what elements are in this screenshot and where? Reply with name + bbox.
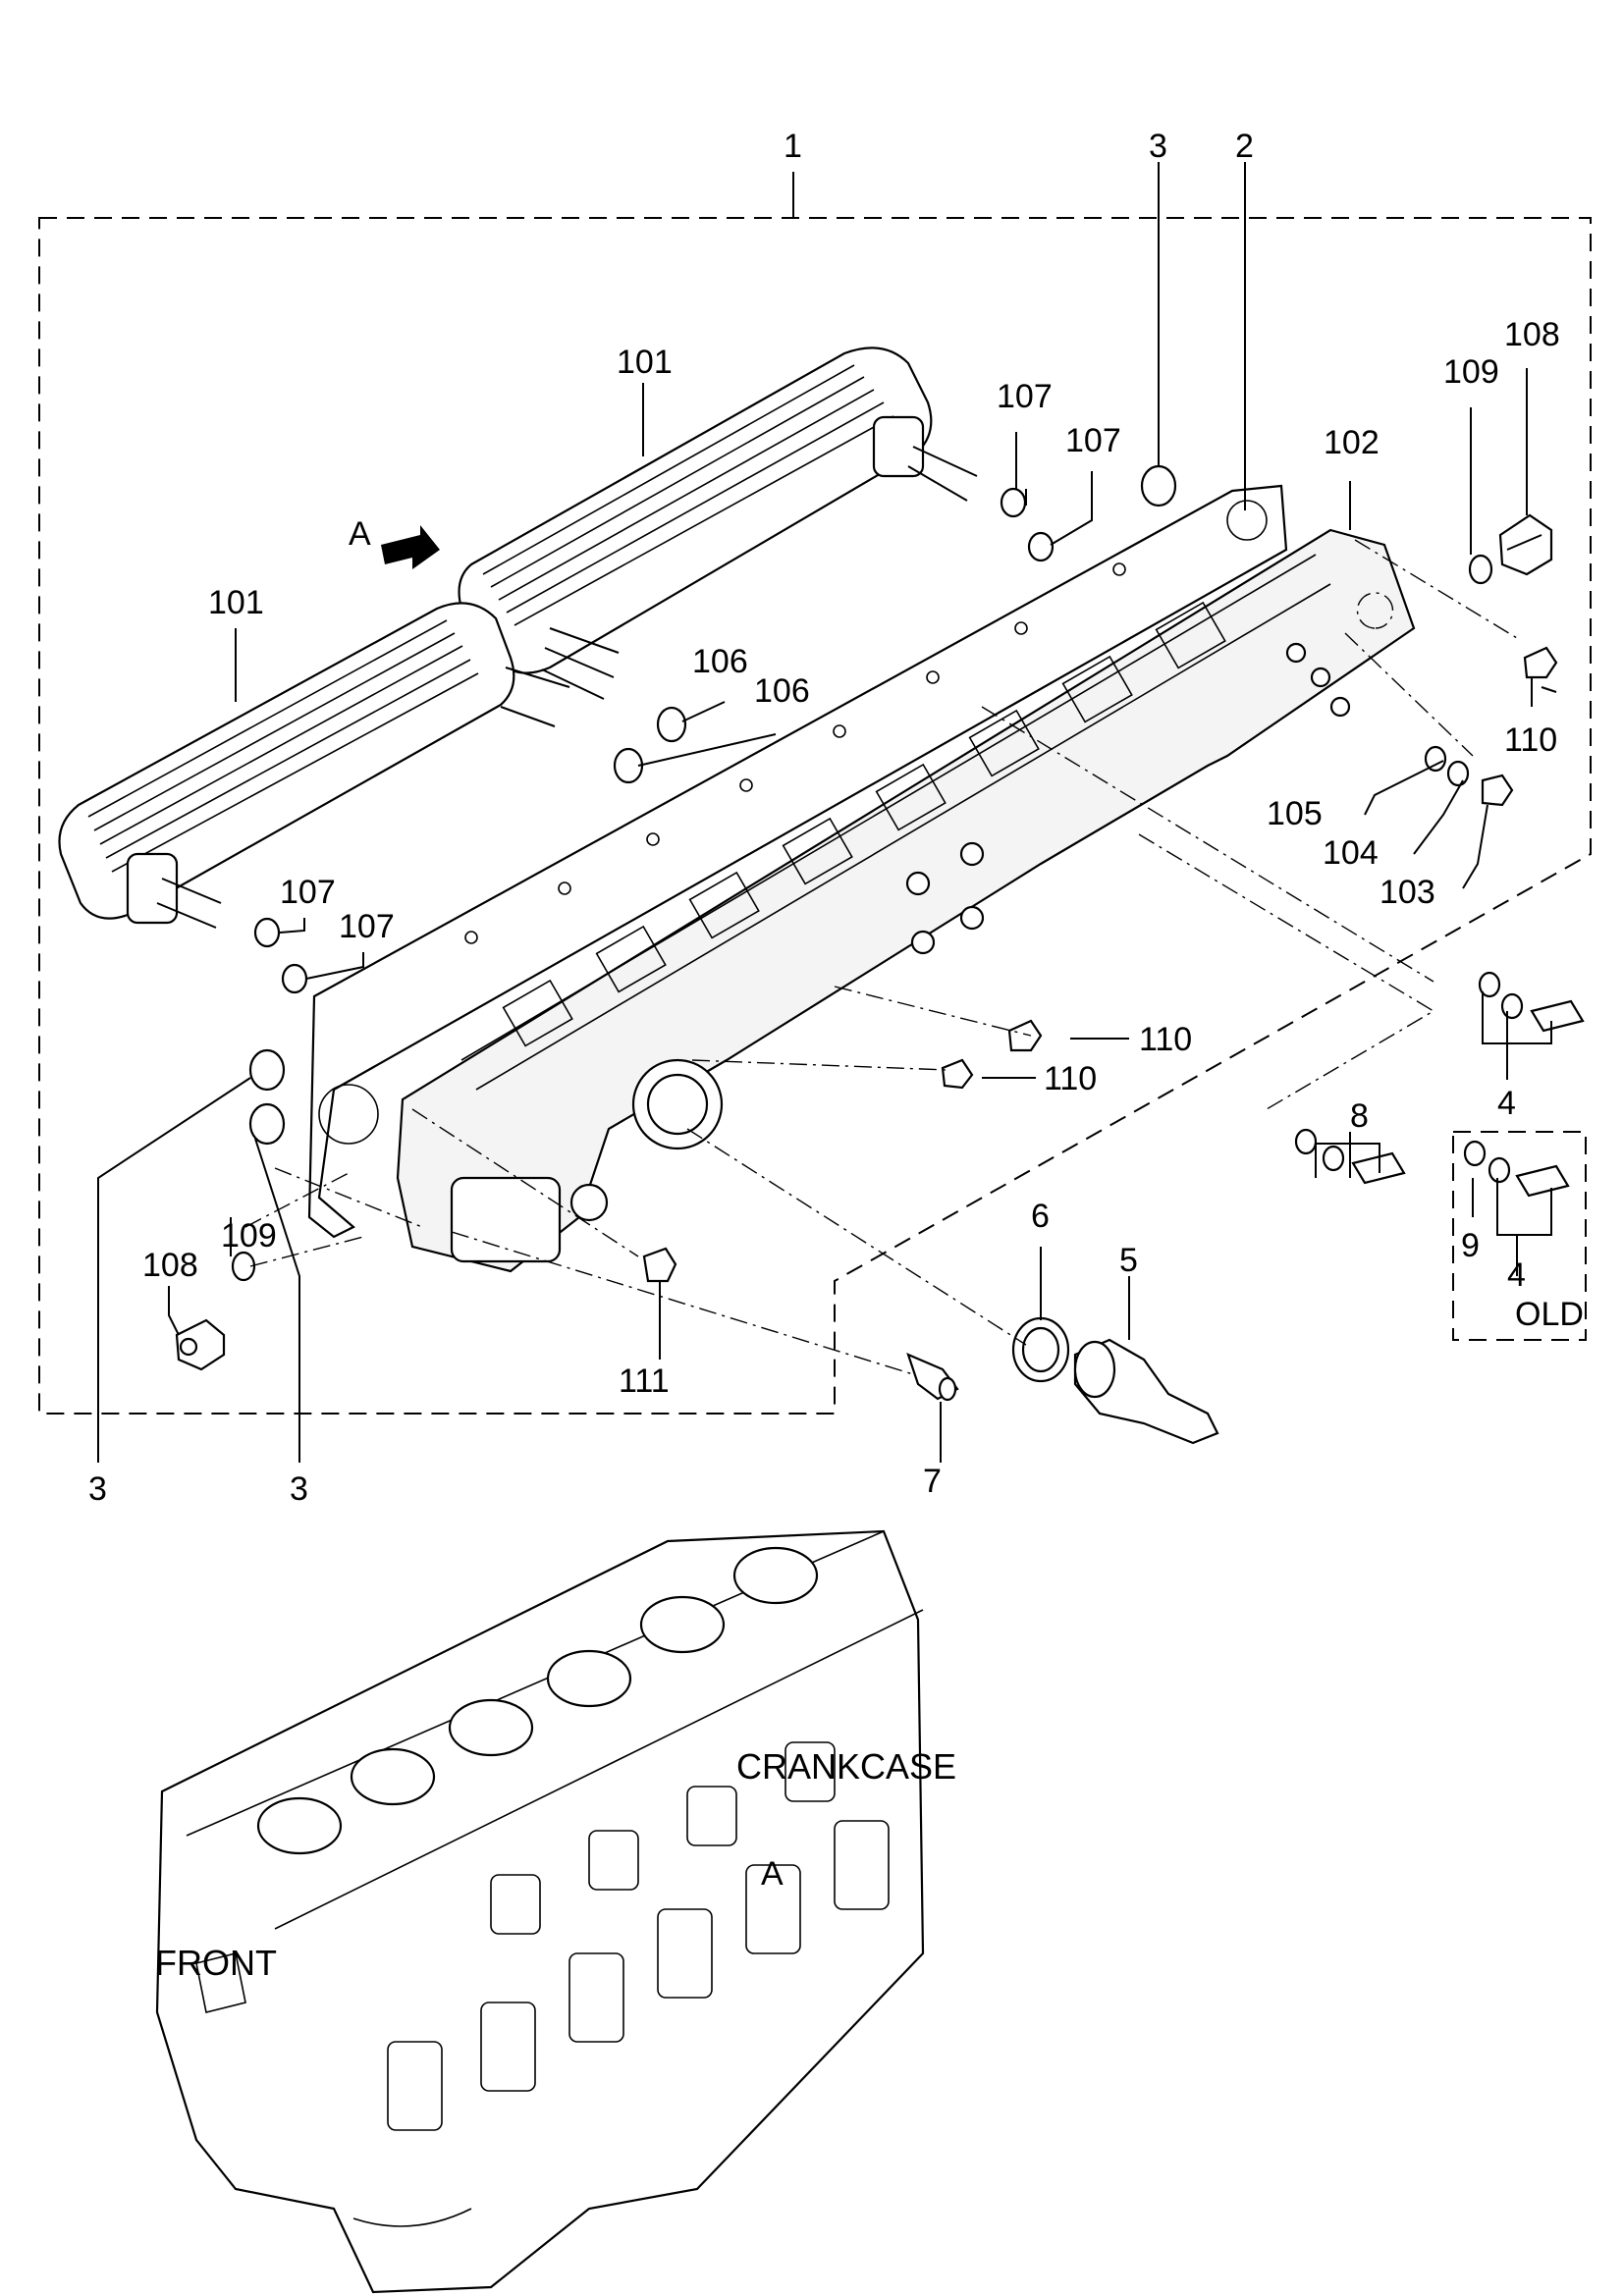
o-ring-107-a: [1000, 487, 1027, 518]
callout-108-top: 108: [1504, 316, 1560, 353]
view-arrow-top: [381, 525, 440, 569]
callout-numbers: 1 3 2 101 107 107 102 109 108 A 101 106 …: [88, 128, 1584, 1983]
plug-108-top: [1498, 513, 1553, 576]
o-ring-107-d: [281, 963, 308, 994]
crankcase-label: CRANKCASE: [736, 1746, 956, 1787]
plug-111: [642, 1247, 677, 1283]
callout-104: 104: [1323, 834, 1379, 872]
callout-4-old: 4: [1507, 1256, 1526, 1294]
leader-lines: [97, 162, 1557, 1463]
callout-107-c: 107: [280, 874, 336, 911]
callout-101-left: 101: [208, 584, 264, 621]
callout-8: 8: [1350, 1097, 1369, 1135]
callout-110-mid: 110: [1139, 1021, 1192, 1058]
old-label: OLD: [1515, 1296, 1584, 1333]
plugs-110: [941, 646, 1558, 1090]
callout-2: 2: [1235, 128, 1254, 165]
callout-110-low: 110: [1044, 1060, 1097, 1097]
callout-106-b: 106: [754, 672, 810, 710]
stud-hardware: [1424, 745, 1514, 807]
o-ring-106-b: [613, 747, 644, 784]
callout-109-left: 109: [221, 1217, 277, 1255]
callout-6: 6: [1031, 1198, 1050, 1235]
crankcase-drawing: [155, 1529, 925, 2294]
o-ring-3-left: [248, 1048, 286, 1092]
callout-1: 1: [784, 128, 802, 165]
callout-3-left: 3: [88, 1470, 107, 1508]
oil-cooler-element-lower: [58, 602, 570, 929]
callout-110-top: 110: [1504, 721, 1557, 759]
callout-103: 103: [1380, 874, 1435, 911]
callout-107-b: 107: [1065, 422, 1121, 459]
center-lines: [244, 539, 1518, 1375]
callout-106-a: 106: [692, 643, 748, 680]
o-ring-106-a: [656, 706, 687, 743]
bolt-set-old: [1463, 1140, 1570, 1198]
callout-7: 7: [923, 1463, 942, 1500]
callout-102: 102: [1324, 424, 1380, 461]
callout-108-left: 108: [142, 1247, 198, 1284]
o-ring-109-left: [231, 1251, 256, 1282]
callout-105: 105: [1267, 795, 1323, 832]
plug-108-left: [175, 1318, 226, 1371]
bolt-set-4: [1478, 971, 1585, 1033]
o-rings: [231, 464, 1493, 1282]
callout-3-top: 3: [1149, 128, 1167, 165]
callout-107-a: 107: [997, 378, 1053, 415]
callout-4: 4: [1497, 1085, 1516, 1122]
callout-9: 9: [1461, 1227, 1480, 1264]
view-label-a-top: A: [349, 515, 371, 553]
callout-5: 5: [1119, 1242, 1138, 1279]
oil-cooler-body: [396, 528, 1416, 1273]
o-ring-107-c: [253, 917, 281, 948]
thermostat-5: [1073, 1338, 1219, 1445]
callout-3-mid: 3: [290, 1470, 308, 1508]
pipe-fitting-7: [906, 1353, 959, 1402]
view-label-a-crankcase: A: [761, 1855, 784, 1893]
callout-109-top: 109: [1443, 353, 1499, 391]
front-label: FRONT: [155, 1943, 277, 1983]
o-ring-3-top: [1140, 464, 1177, 507]
o-ring-3-mid: [248, 1102, 286, 1146]
old-variant-box: [1452, 1131, 1587, 1341]
o-ring-109-top: [1468, 554, 1493, 585]
callout-101-top: 101: [617, 344, 673, 381]
callout-111: 111: [619, 1362, 670, 1400]
bolt-set-8: [1294, 1128, 1406, 1185]
assembly-boundary: [38, 217, 1592, 1415]
o-ring-107-b: [1027, 531, 1055, 562]
gasket: [307, 484, 1288, 1239]
oil-cooler-element-upper: [458, 347, 978, 700]
callout-107-d: 107: [339, 908, 395, 945]
